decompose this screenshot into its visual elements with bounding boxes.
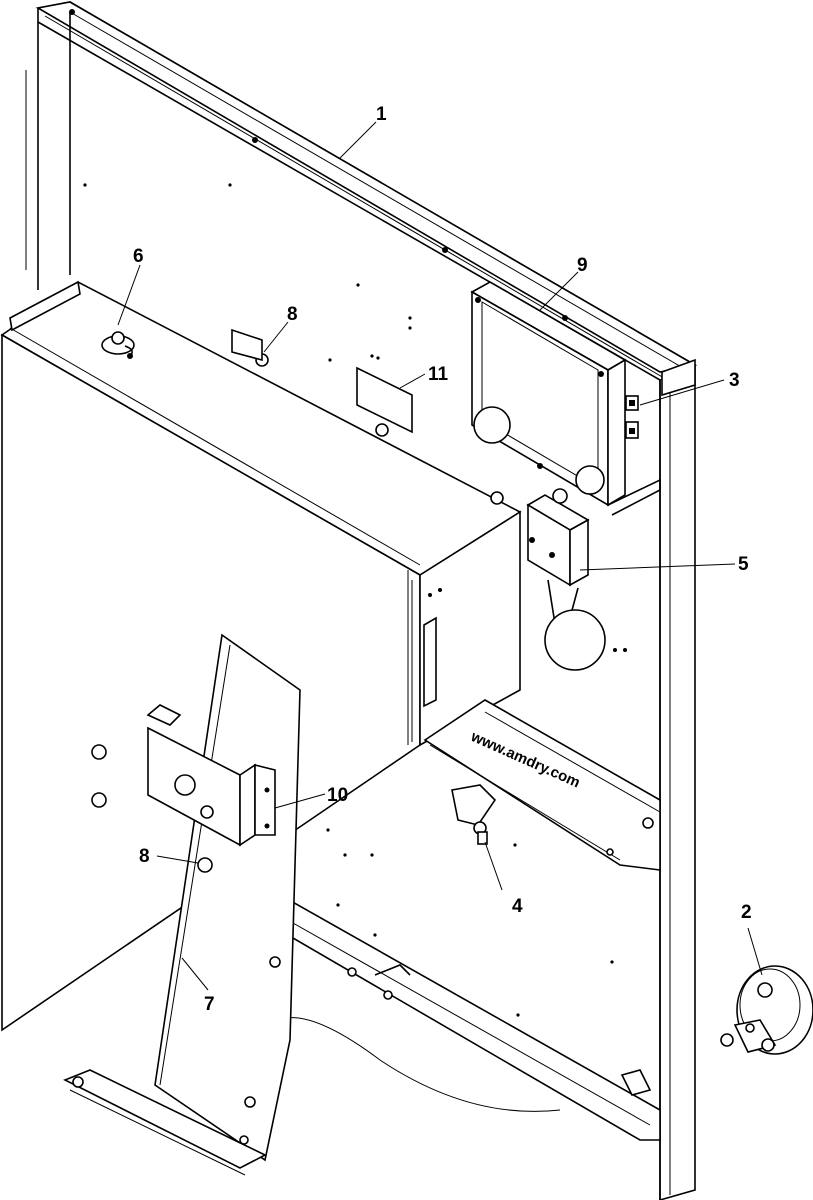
duct-chute — [63, 633, 301, 1176]
housing-nuts — [91, 744, 614, 1017]
lower-rail — [261, 891, 661, 1141]
callout-5: 5 — [738, 554, 749, 575]
fan-motor — [720, 965, 813, 1055]
callout-10: 10 — [327, 785, 348, 806]
callout-4: 4 — [512, 896, 523, 917]
terminal-connector — [625, 395, 639, 439]
access-plate — [356, 366, 413, 434]
leader-lines — [117, 121, 763, 991]
callout-8-upper: 8 — [287, 304, 298, 325]
callout-9: 9 — [577, 255, 588, 276]
callouts: 1 2 3 4 5 6 7 8 8 9 10 11 — [133, 104, 752, 1015]
callout-11: 11 — [428, 364, 449, 385]
relay-box — [526, 488, 627, 671]
control-box — [470, 281, 661, 516]
door-switch — [451, 784, 497, 845]
callout-6: 6 — [133, 246, 144, 267]
callout-7: 7 — [204, 994, 215, 1015]
callout-8-lower: 8 — [139, 846, 150, 867]
callout-3: 3 — [729, 370, 740, 391]
callout-2: 2 — [741, 902, 752, 923]
callout-1: 1 — [376, 104, 387, 125]
cross-member: www.amdry.com — [423, 699, 661, 871]
thermostat — [101, 331, 135, 359]
back-panel — [25, 1, 698, 1200]
mounting-bracket — [146, 704, 276, 847]
